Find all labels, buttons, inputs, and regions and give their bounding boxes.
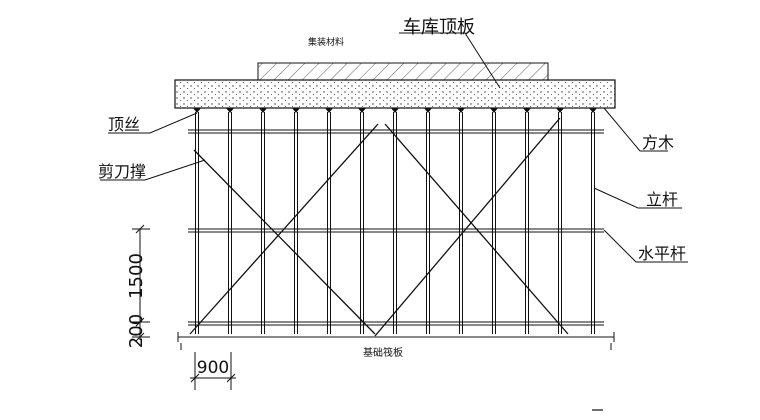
top-screw-2 xyxy=(226,108,234,113)
leader-lines xyxy=(100,32,688,263)
top-screw-3 xyxy=(259,108,267,113)
label-horizontal-bar: 水平杆 xyxy=(638,244,686,263)
top-screw-13 xyxy=(589,108,597,113)
base-slab-breaks xyxy=(180,343,612,350)
scissor-brace-right-a xyxy=(384,123,569,335)
top-screw-4 xyxy=(292,108,300,113)
top-screw-11 xyxy=(523,108,531,113)
scissor-braces xyxy=(189,117,569,337)
label-scissor-brace: 剪刀撑 xyxy=(98,162,146,181)
top-screw-6 xyxy=(358,108,366,113)
top-screw-5 xyxy=(325,108,333,113)
leader-top-screw xyxy=(108,112,198,134)
label-top-screw: 顶丝 xyxy=(108,115,140,134)
scissor-brace-right-b xyxy=(374,117,561,337)
scissor-brace-left-a xyxy=(193,149,376,335)
label-upright: 立杆 xyxy=(646,190,678,209)
uprights xyxy=(195,112,595,334)
top-screw-1 xyxy=(193,108,201,113)
leader-slab xyxy=(399,32,501,89)
fill-material-block xyxy=(257,62,549,81)
top-screw-12 xyxy=(556,108,564,113)
leader-scissor-brace xyxy=(100,159,206,181)
label-timber: 方木 xyxy=(642,133,674,152)
leader-horizontal-bar xyxy=(603,229,688,263)
top-screw-10 xyxy=(490,108,498,113)
top-screw-7 xyxy=(391,108,399,113)
label-slab: 车库顶板 xyxy=(403,17,475,38)
leader-upright xyxy=(593,187,682,209)
horizontal-dimension xyxy=(190,352,236,390)
top-screw-9 xyxy=(457,108,465,113)
dimension-bay-width: 900 xyxy=(197,358,229,378)
base-slab xyxy=(177,332,615,342)
vertical-dimension xyxy=(132,224,150,342)
timber-row xyxy=(193,108,597,113)
dimension-step-height: 1500 xyxy=(126,253,147,299)
garage-roof-slab xyxy=(174,79,616,109)
scissor-brace-left-b xyxy=(189,123,379,335)
label-fill-material: 集装材料 xyxy=(308,36,344,48)
label-base-slab: 基础筏板 xyxy=(363,346,403,359)
leader-timber-diag xyxy=(603,107,641,152)
dimension-sweep-height: 200 xyxy=(126,314,147,348)
top-screw-8 xyxy=(424,108,432,113)
